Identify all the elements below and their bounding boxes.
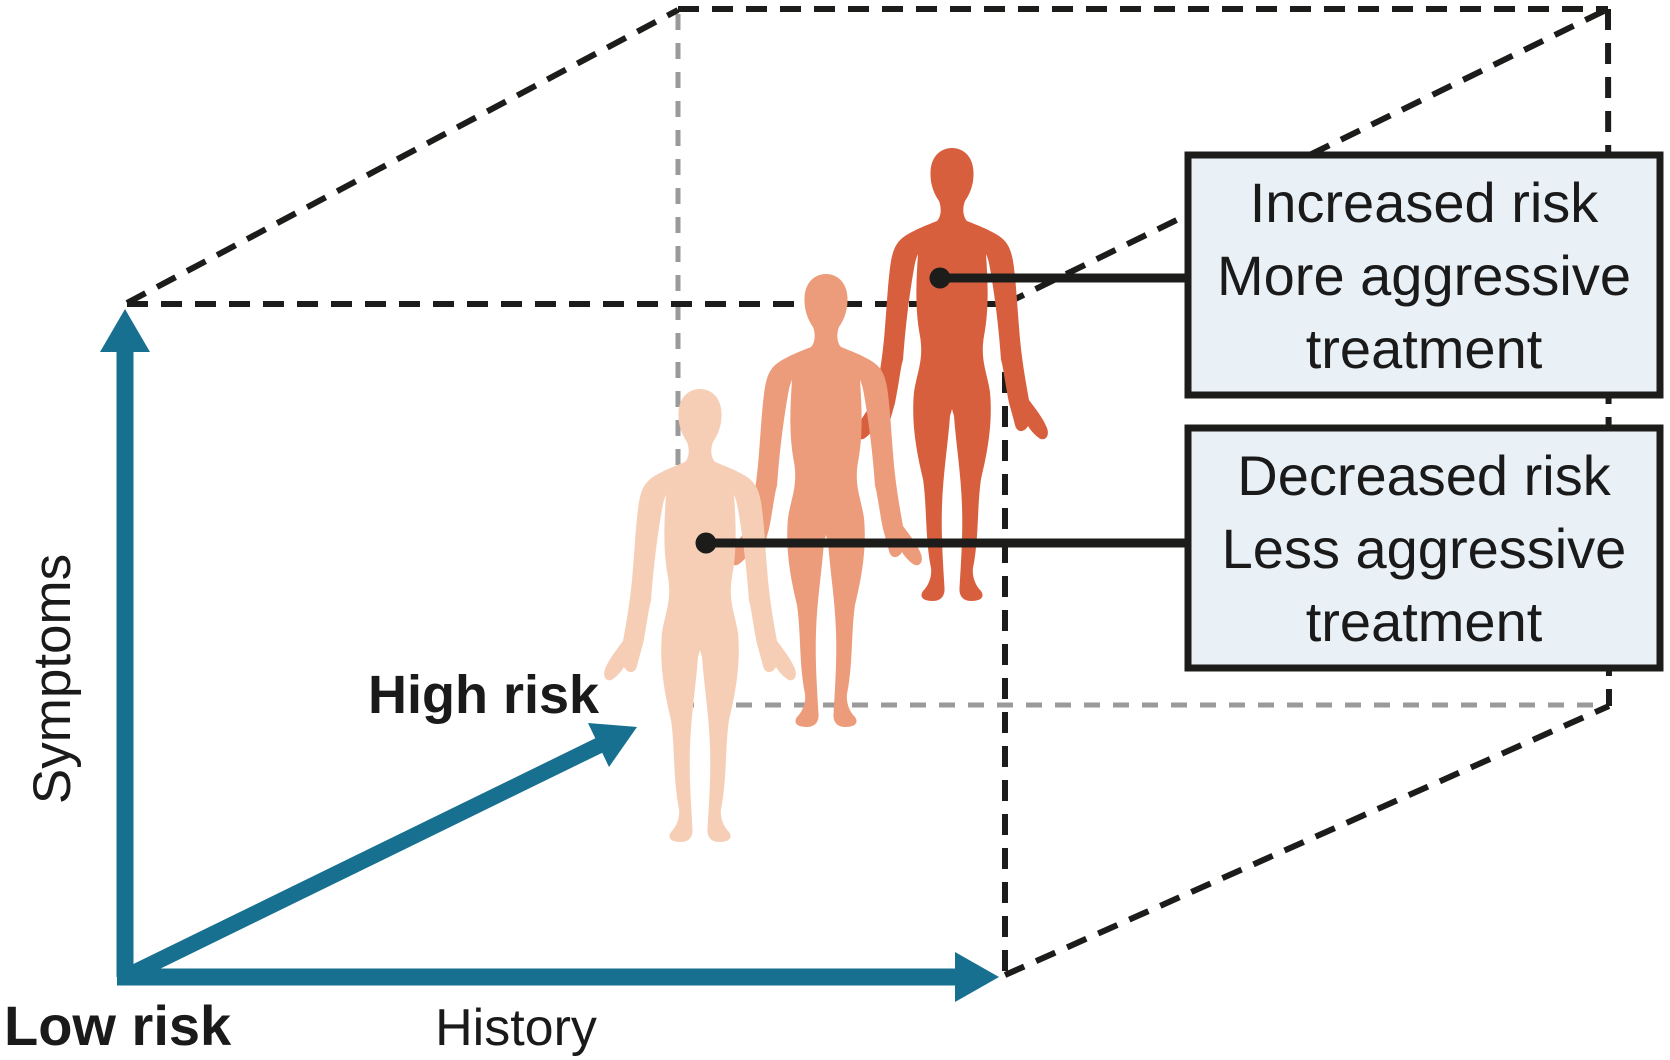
decreased-risk-line-3: treatment	[1306, 590, 1543, 653]
decreased-risk-callout: Decreased risk Less aggressive treatment	[1184, 424, 1664, 672]
increased-risk-line-1: Increased risk	[1250, 171, 1600, 234]
callout-connectors	[695, 267, 1191, 554]
cube-edge-top-left-depth-dashed	[125, 7, 680, 306]
high-risk-axis-arrowhead-icon	[588, 723, 637, 767]
decreased-risk-line-1: Decreased risk	[1237, 444, 1611, 507]
decreased-risk-callout-box	[1184, 424, 1664, 672]
history-axis-shaft	[117, 968, 959, 986]
history-axis-arrowhead-icon	[955, 952, 999, 1002]
increased-risk-callout: Increased risk More aggressive treatment	[1184, 151, 1664, 399]
axes-arrows	[100, 309, 999, 1002]
cube-edge-top-right-depth-dashed	[1003, 6, 1610, 307]
diagram-labels: Symptoms High risk Low risk History	[4, 554, 600, 1057]
decreased-risk-line-2: Less aggressive	[1222, 517, 1627, 580]
cube-edges	[125, 6, 1612, 978]
increased-risk-line-2: More aggressive	[1217, 244, 1631, 307]
history-axis-label: History	[435, 999, 597, 1057]
low-risk-label: Low risk	[4, 994, 232, 1057]
symptoms-axis-shaft	[116, 348, 134, 977]
increased-risk-line-3: treatment	[1306, 317, 1543, 380]
symptoms-axis-label: Symptoms	[23, 554, 82, 804]
risk-figures	[604, 148, 1048, 842]
high-risk-axis-shaft	[121, 734, 610, 985]
high-risk-label: High risk	[368, 665, 600, 725]
symptoms-axis-arrowhead-icon	[100, 309, 150, 352]
cube-edge-bottom-right-depth-dashed	[1003, 703, 1611, 978]
increased-risk-callout-box	[1184, 151, 1664, 399]
